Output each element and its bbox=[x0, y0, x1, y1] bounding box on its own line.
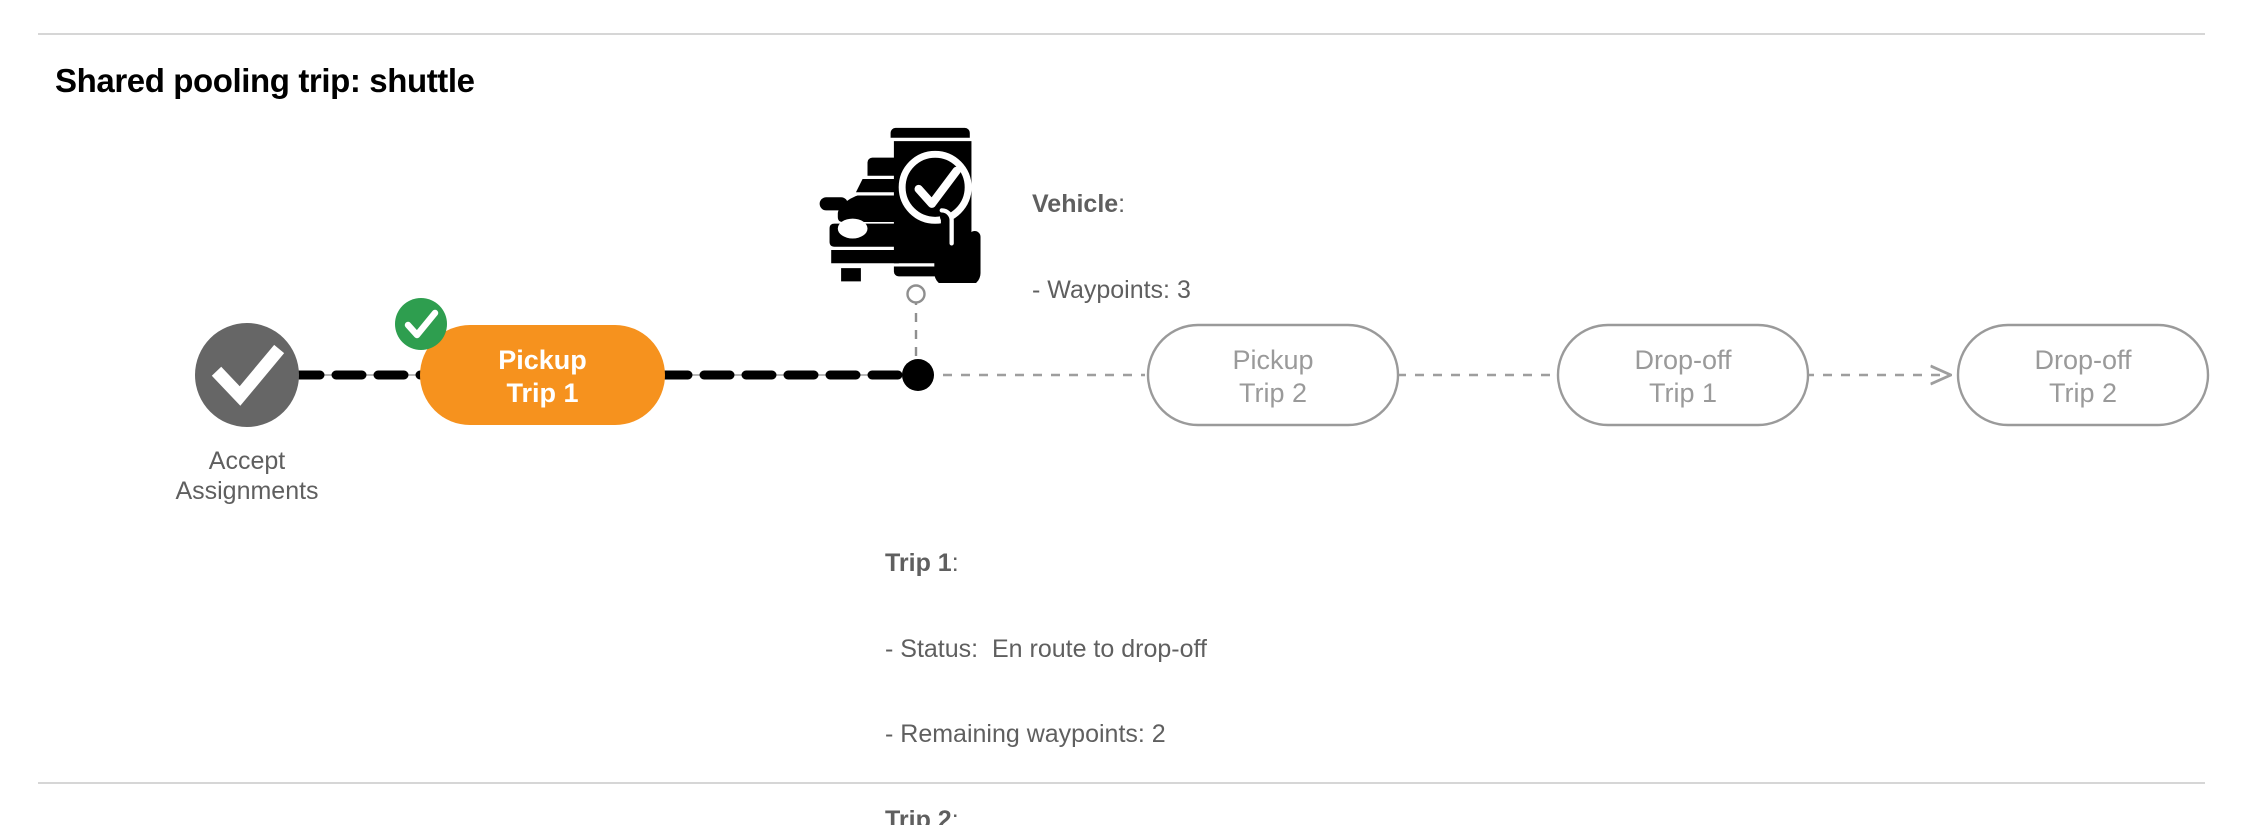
trip-2-heading-row: Trip 2: bbox=[885, 806, 1207, 825]
vehicle-leader-circle bbox=[906, 284, 926, 304]
vehicle-annotation-heading-row: Vehicle: bbox=[1032, 190, 1191, 219]
vehicle-annotation-colon: : bbox=[1118, 190, 1126, 218]
node-dropoff-trip-2[interactable] bbox=[1956, 323, 2210, 427]
accept-label-line1: Accept bbox=[208, 447, 286, 475]
trip-1-waypoints-line: - Remaining waypoints: 2 bbox=[885, 720, 1166, 748]
trip-1-colon: : bbox=[951, 549, 959, 577]
vehicle-annotation-heading: Vehicle bbox=[1032, 190, 1119, 218]
vehicle-annotation: Vehicle: - Waypoints: 3 bbox=[1032, 133, 1191, 361]
check-circle-icon bbox=[211, 344, 285, 406]
node-pickup-trip-1[interactable] bbox=[420, 325, 665, 425]
trip-1-status-line: - Status: En route to drop-off bbox=[885, 634, 1207, 663]
pickup-trip-1-pill bbox=[420, 325, 665, 425]
node-dropoff-trip-1[interactable] bbox=[1556, 323, 1810, 427]
trip-2-colon: : bbox=[951, 805, 959, 825]
trip-1-heading: Trip 1 bbox=[885, 549, 952, 577]
accept-assignments-label: Accept Assignments bbox=[97, 447, 397, 506]
top-divider bbox=[38, 33, 2205, 35]
check-badge-icon bbox=[395, 298, 447, 350]
start-node-accept-assignments[interactable] bbox=[195, 323, 299, 427]
vehicle-phone-check-icon bbox=[819, 127, 981, 283]
trip-1-heading-row: Trip 1: bbox=[885, 549, 1207, 578]
trip-annotations: Trip 1: - Status: En route to drop-off -… bbox=[885, 492, 1207, 825]
accept-circle bbox=[195, 323, 299, 427]
trip-2-heading: Trip 2 bbox=[885, 805, 952, 825]
node-pickup-trip-2[interactable] bbox=[1146, 323, 1400, 427]
page-title: Shared pooling trip: shuttle bbox=[55, 62, 475, 99]
current-position-dot[interactable] bbox=[902, 359, 934, 391]
bottom-divider bbox=[38, 782, 2205, 784]
vehicle-annotation-line-1: - Waypoints: 3 bbox=[1032, 275, 1191, 304]
accept-label-line2: Assignments bbox=[175, 476, 319, 505]
